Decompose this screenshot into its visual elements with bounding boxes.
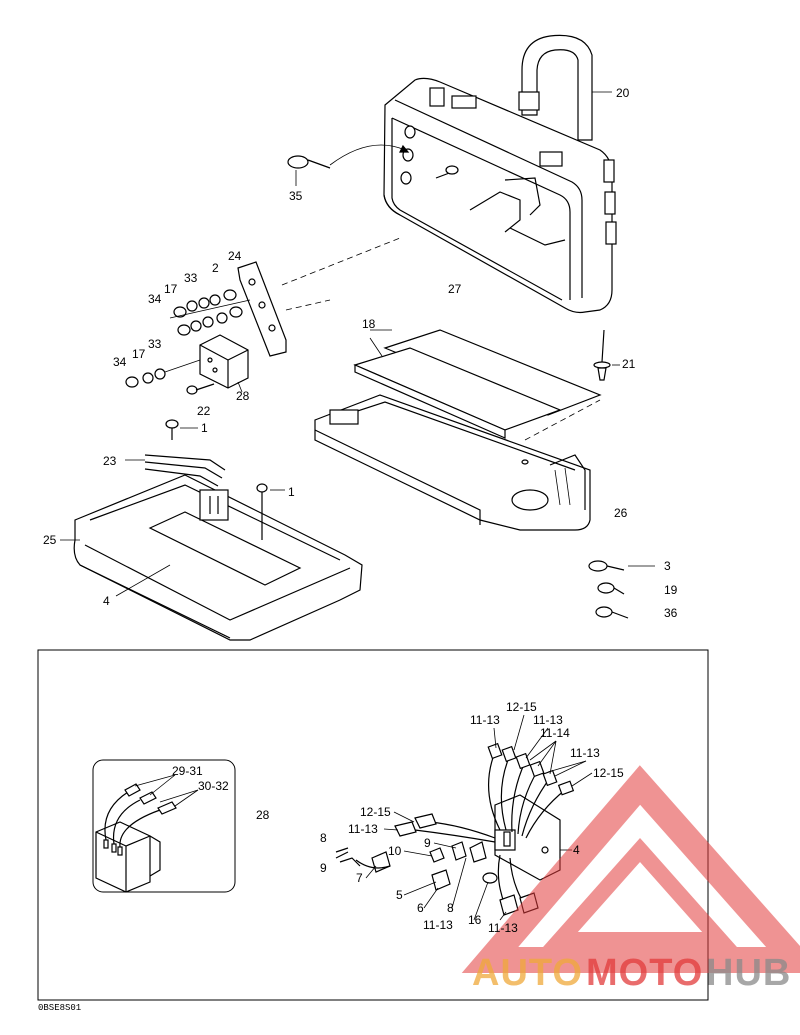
svg-text:AUTO: AUTO (472, 952, 583, 994)
callout-9b: 9 (320, 861, 327, 875)
callout-6: 6 (417, 901, 424, 915)
callout-28a: 28 (236, 389, 250, 403)
connector-harness-detail (335, 742, 575, 916)
harness-23 (125, 454, 226, 487)
callout-34b: 34 (113, 355, 127, 369)
callout-11-13-b: 11-13 (533, 713, 563, 727)
callout-29-31: 29-31 (172, 764, 203, 778)
callout-1a: 1 (201, 421, 208, 435)
cable-ties-3-19-36 (588, 560, 655, 619)
callout-labels: 20 35 27 24 2 33 17 34 34 17 33 28 22 18… (38, 86, 678, 1013)
callout-3: 3 (664, 559, 671, 573)
callout-1b: 1 (288, 485, 295, 499)
callout-21: 21 (622, 357, 636, 371)
callout-10: 10 (388, 844, 402, 858)
callout-35: 35 (289, 189, 303, 203)
automotohub-logo (461, 765, 800, 973)
regulator-part-28 (186, 334, 249, 395)
callout-36: 36 (664, 606, 678, 620)
leader-lines (365, 714, 593, 921)
callout-2: 2 (212, 261, 219, 275)
regulator-detail-inset (92, 759, 236, 893)
base-housing-25 (60, 474, 363, 641)
callout-24: 24 (228, 249, 242, 263)
callout-18: 18 (362, 317, 376, 331)
push-rivet-21 (593, 329, 620, 381)
callout-4b: 4 (573, 843, 580, 857)
callout-12-15-b: 12-15 (593, 766, 624, 780)
enclosure-box-part (383, 77, 617, 314)
callout-11-13-c: 11-13 (570, 746, 600, 760)
screw-1-top (165, 419, 198, 440)
callout-11-13-d: 11-13 (348, 822, 378, 836)
callout-12-15-a: 12-15 (506, 700, 537, 714)
callout-17a: 17 (164, 282, 178, 296)
callout-16: 16 (468, 913, 482, 927)
callout-11-14: 11-14 (540, 726, 570, 740)
callout-19: 19 (664, 583, 678, 597)
callout-26: 26 (614, 506, 628, 520)
tray-part-26 (314, 394, 601, 531)
callout-17b: 17 (132, 347, 146, 361)
callout-30-32: 30-32 (198, 779, 229, 793)
callout-28b: 28 (256, 808, 270, 822)
callout-33b: 33 (148, 337, 162, 351)
callout-9a: 9 (424, 836, 431, 850)
callout-23: 23 (103, 454, 117, 468)
callout-27: 27 (448, 282, 462, 296)
inset-frame (37, 649, 709, 1001)
callout-20: 20 (616, 86, 630, 100)
callout-22: 22 (197, 404, 211, 418)
foam-pads-18 (353, 329, 602, 439)
callout-33a: 33 (184, 271, 198, 285)
svg-text:MOTO: MOTO (586, 952, 703, 994)
svg-text:HUB: HUB (706, 952, 791, 994)
callout-12-15-c: 12-15 (360, 805, 391, 819)
bracket-plate-24 (125, 237, 401, 388)
callout-7: 7 (356, 871, 363, 885)
callout-8b: 8 (447, 901, 454, 915)
callout-11-13-f: 11-13 (488, 921, 518, 935)
watermark-text: AUTO MOTO HUB (472, 952, 791, 994)
callout-11-13-a: 11-13 (470, 713, 500, 727)
drawing-code: 0BSE8S01 (38, 1003, 81, 1013)
cable-tie-35 (287, 144, 410, 186)
callout-11-13-e: 11-13 (423, 918, 453, 932)
callout-8a: 8 (320, 831, 327, 845)
strap-part (518, 34, 612, 141)
callout-34a: 34 (148, 292, 162, 306)
callout-5: 5 (396, 888, 403, 902)
callout-25: 25 (43, 533, 57, 547)
callout-4a: 4 (103, 594, 110, 608)
